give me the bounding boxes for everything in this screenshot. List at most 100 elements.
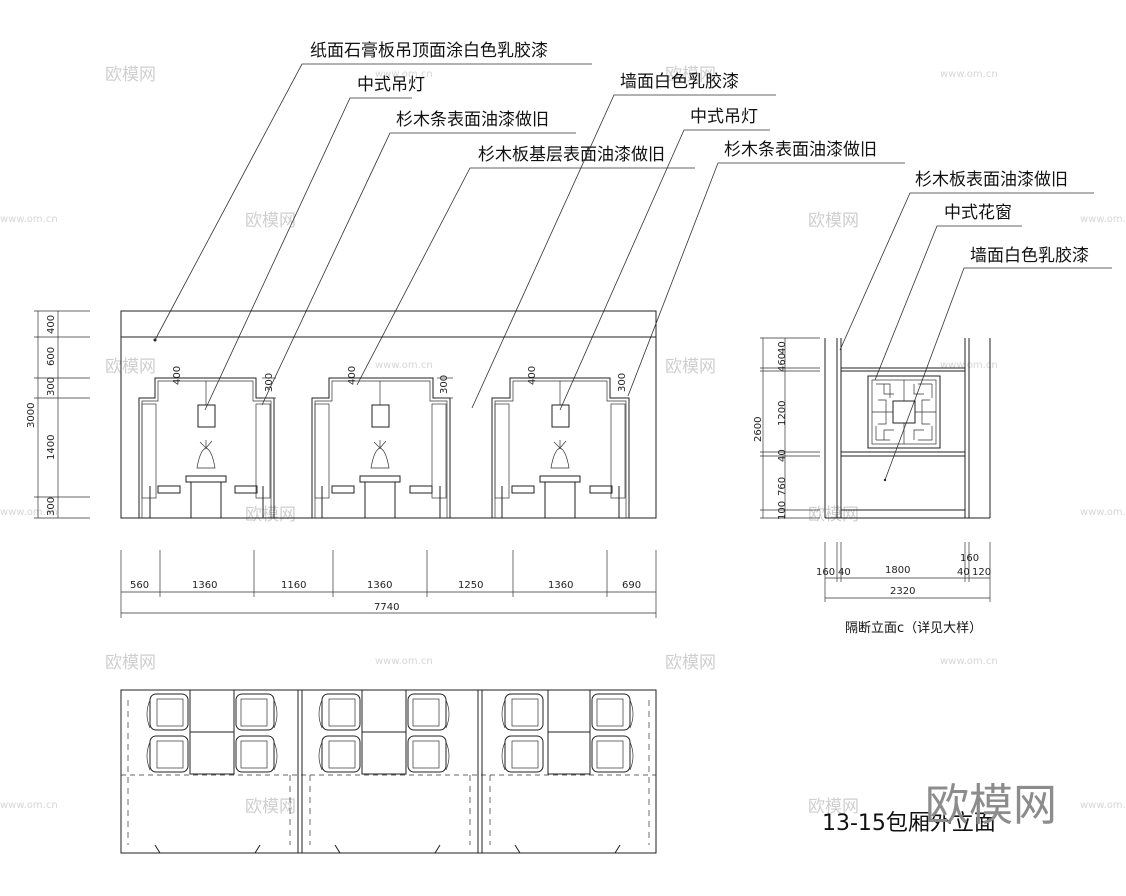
dim-niche-300: 300 — [439, 375, 450, 394]
plan-table — [547, 689, 591, 733]
watermark-url: www.om.cn — [1080, 214, 1126, 225]
callout-lamp-2: 中式吊灯 — [690, 107, 758, 127]
callout-wall-white-1: 墙面白色乳胶漆 — [620, 72, 739, 92]
chair — [589, 485, 613, 494]
partition-caption: 隔断立面c（详见大样） — [845, 621, 982, 636]
dim-width-560: 560 — [130, 580, 149, 591]
dim-partition-1200: 1200 — [777, 401, 788, 426]
watermark-brand: 欧模网 — [245, 797, 296, 817]
leader-line — [874, 225, 1022, 381]
watermark-url: www.om.cn — [1080, 507, 1126, 518]
leader-line — [154, 63, 592, 341]
watermark-brand: 欧模网 — [105, 357, 156, 377]
plan-booth-3 — [501, 689, 634, 775]
dim-partition-760: 760 — [777, 477, 788, 496]
plan-chair — [407, 693, 447, 731]
dim-width-1250: 1250 — [458, 580, 483, 591]
chair — [234, 485, 258, 494]
chair — [157, 485, 181, 494]
dim-partition-40: 40 — [777, 449, 788, 462]
pendant-lamp — [551, 404, 570, 428]
plan-outline — [120, 689, 657, 854]
plan-chair — [504, 735, 544, 773]
leader-line — [627, 162, 905, 397]
watermark-brand: 欧模网 — [245, 211, 296, 231]
watermark-brand: 欧模网 — [808, 797, 859, 817]
plan-booth-2 — [318, 689, 450, 775]
dim-partition-40: 40 — [957, 567, 970, 578]
leader-line — [471, 94, 776, 409]
plan-chair — [591, 735, 631, 773]
dim-height-300: 300 — [46, 377, 57, 396]
plan-chair — [591, 693, 631, 731]
plan-table — [189, 689, 235, 733]
table — [359, 475, 401, 483]
watermark-brand: 欧模网 — [808, 505, 859, 525]
plan-chair — [504, 693, 544, 731]
watermark-url: www.om.cn — [375, 656, 433, 667]
dim-width-1360: 1360 — [192, 580, 217, 591]
chair — [511, 485, 535, 494]
dim-partition-160: 160 — [816, 567, 835, 578]
callout-fir-strip-1: 杉木条表面油漆做旧 — [396, 110, 549, 130]
callout-layer: 纸面石膏板吊顶面涂白色乳胶漆 中式吊灯 杉木条表面油漆做旧 墙面白色乳胶漆 中式… — [153, 40, 1112, 481]
dim-niche-400: 400 — [172, 366, 183, 385]
plan-table — [361, 689, 407, 733]
plan-table — [189, 731, 235, 775]
leader-line — [356, 167, 695, 386]
callout-fir-strip-2: 杉木条表面油漆做旧 — [724, 140, 877, 160]
dim-partition-100: 100 — [777, 501, 788, 520]
watermark-brand: 欧模网 — [105, 653, 156, 673]
leader-line — [839, 192, 1094, 351]
watermark-brand: 欧模网 — [245, 505, 296, 525]
chair — [331, 485, 355, 494]
callout-lamp-1: 中式吊灯 — [357, 75, 425, 95]
plan-chair — [321, 693, 361, 731]
plan-chair — [407, 735, 447, 773]
watermark-url: www.om.cn — [0, 214, 58, 225]
watermark-brand: 欧模网 — [665, 65, 716, 85]
pendant-lamp — [371, 404, 390, 428]
watermark-url: www.om.cn — [1080, 800, 1126, 811]
callout-chinese-window: 中式花窗 — [944, 203, 1012, 223]
leader-line — [884, 267, 1112, 481]
watermark-layer: 欧模网 www.om.cn 欧模网 www.om.cn www.om.cn 欧模… — [0, 65, 1126, 817]
leader-dot — [153, 338, 157, 342]
watermark-url: www.om.cn — [940, 69, 998, 80]
dim-niche-400: 400 — [527, 366, 538, 385]
dim-niche-400: 400 — [347, 366, 358, 385]
plan-view — [120, 689, 657, 854]
booth-niche-1 — [138, 377, 275, 518]
plant — [550, 440, 570, 469]
dim-partition-total-height: 2600 — [753, 417, 764, 442]
plant — [196, 440, 216, 469]
plan-chair — [321, 735, 361, 773]
dim-partition-40: 40 — [777, 341, 788, 354]
dim-width-1360: 1360 — [367, 580, 392, 591]
watermark-brand: 欧模网 — [105, 65, 156, 85]
dim-width-1160: 1160 — [281, 580, 306, 591]
watermark-url: www.om.cn — [375, 69, 433, 80]
plan-chair — [235, 693, 275, 731]
dim-height-total: 3000 — [26, 403, 37, 428]
main-elevation: 400 300 400 300 400 300 400 600 300 1400… — [26, 310, 657, 618]
elevation-outline — [120, 310, 657, 519]
plan-table — [547, 731, 591, 775]
watermark-url: www.om.cn — [940, 656, 998, 667]
dim-height-300: 300 — [46, 497, 57, 516]
callout-fir-board: 杉木板表面油漆做旧 — [915, 170, 1068, 190]
plan-chair — [235, 735, 275, 773]
dim-width-690: 690 — [622, 580, 641, 591]
pendant-lamp — [197, 404, 216, 428]
watermark-brand: 欧模网 — [665, 357, 716, 377]
dim-partition-160-extra: 160 — [960, 553, 979, 564]
watermark-url: www.om.cn — [375, 360, 433, 371]
partition-elevation: 40 460 1200 40 760 100 2600 160 40 1800 … — [753, 337, 991, 636]
plan-table — [361, 731, 407, 775]
dim-height-400: 400 — [46, 315, 57, 334]
watermark-url: www.om.cn — [0, 800, 58, 811]
dim-partition-120: 120 — [972, 567, 991, 578]
lattice-window — [867, 375, 941, 449]
plan-chair — [149, 735, 189, 773]
